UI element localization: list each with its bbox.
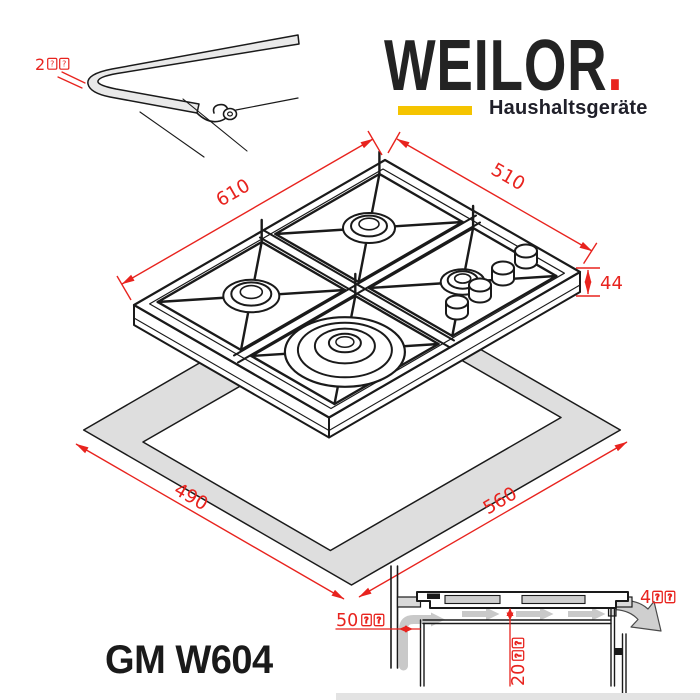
dim-50-rear-clearance: 50: [335, 611, 421, 633]
missing-glyph-box-icon: [664, 590, 676, 604]
detail-callout-line: [139, 111, 205, 158]
dim-edge-thickness-value: 2: [35, 55, 45, 74]
cabinet-right-wall: [610, 606, 616, 687]
curl-roll-core: [227, 111, 234, 117]
burner-base-dark: [427, 593, 440, 599]
dim-510-value: 510: [487, 159, 528, 195]
hob-face-seam: [133, 284, 581, 432]
burner-bowl: [444, 594, 501, 605]
dim-44-value: 44: [600, 273, 623, 294]
dim-4-value: 4: [640, 588, 651, 608]
rear-wall: [390, 565, 399, 669]
model-name: GM W604: [105, 638, 273, 682]
cross-section-drawing: 50 20 4: [335, 565, 700, 700]
dim-490-cutout-depth: 490: [75, 443, 345, 600]
burner-rear: [342, 212, 396, 244]
dim-edge-thickness: 2: [35, 55, 86, 89]
cabinet-top: [422, 619, 612, 625]
dim-20-bottom-clearance: 20: [506, 608, 529, 687]
missing-glyph-box-icon: [59, 57, 70, 70]
edge-detail-drawing: 2: [35, 34, 300, 158]
cabinet-back-panel: [621, 633, 627, 698]
burner-wok-front: [283, 316, 406, 388]
missing-glyph-box-icon: [373, 613, 385, 627]
knob: [445, 294, 469, 321]
brand-wordmark: WEILOR: [384, 26, 608, 106]
curl-roll: [222, 107, 238, 121]
missing-glyph-box-icon: [511, 650, 525, 661]
logo-yellow-bar: [398, 106, 472, 115]
brand-dot: .: [607, 26, 624, 106]
burner-bowl: [521, 594, 586, 605]
floor-strip: [336, 693, 700, 700]
dim-610-value: 610: [213, 175, 254, 211]
control-knobs: [445, 243, 538, 321]
dim-50-value: 50: [336, 611, 358, 631]
section-dimensions: 50 20 4: [335, 588, 676, 687]
cabinet-left-wall: [419, 619, 425, 687]
panel-connector: [614, 648, 623, 655]
knob: [491, 260, 515, 287]
brand-tagline: Haushaltsgeräte: [489, 97, 648, 119]
brand-logo: WEILOR.: [384, 30, 623, 106]
burner-left: [222, 278, 281, 314]
missing-glyph-box-icon: [47, 57, 58, 70]
edge-continuation-line: [235, 97, 299, 111]
missing-glyph-box-icon: [361, 613, 372, 627]
edge-profile: [87, 34, 300, 114]
dim-44-height: 44: [576, 267, 623, 297]
knob: [468, 277, 492, 304]
dim-20-value: 20: [509, 664, 529, 686]
hob-cross-section: [416, 591, 629, 609]
missing-glyph-box-icon: [511, 637, 525, 649]
dim-4-front-gap: 4: [640, 588, 676, 608]
knob: [514, 243, 538, 270]
